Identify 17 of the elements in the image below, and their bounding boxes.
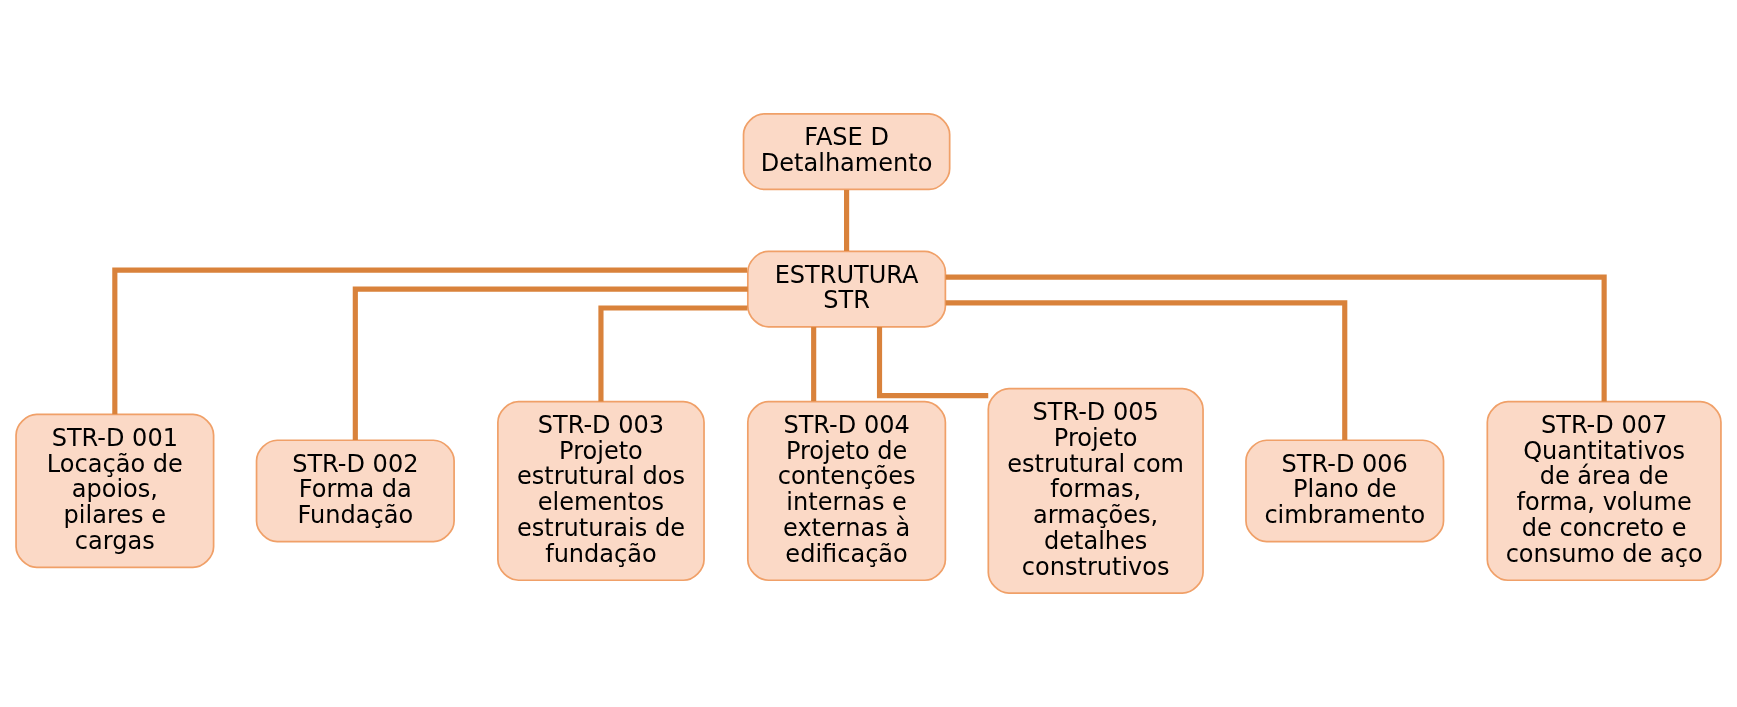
connector	[811, 327, 817, 402]
connector	[112, 267, 748, 415]
node-box: ESTRUTURA STR	[746, 250, 947, 328]
node-box: FASE D Detalhamento	[742, 113, 951, 191]
connector	[598, 305, 748, 402]
connector	[352, 286, 748, 440]
connector	[844, 189, 850, 251]
connector	[945, 274, 1607, 402]
node-box: STR-D 007 Quantitativos de área de forma, volume de concreto e consumo de aço	[1486, 400, 1722, 582]
node-box: STR-D 005 Projeto estrutural com formas, armações, detalhes construtivos	[987, 387, 1204, 594]
connector	[876, 326, 989, 399]
node-box: STR-D 003 Projeto estrutural dos elementos estruturais de fundação	[497, 400, 705, 582]
node-box: STR-D 001 Locação de apoios, pilares e cargas	[15, 413, 215, 569]
connector	[945, 300, 1348, 440]
node-box: STR-D 006 Plano de cimbramento	[1245, 439, 1445, 543]
node-box: STR-D 004 Projeto de contenções internas e externas à edificação	[746, 400, 947, 582]
node-box: STR-D 002 Forma da Fundação	[255, 439, 455, 543]
